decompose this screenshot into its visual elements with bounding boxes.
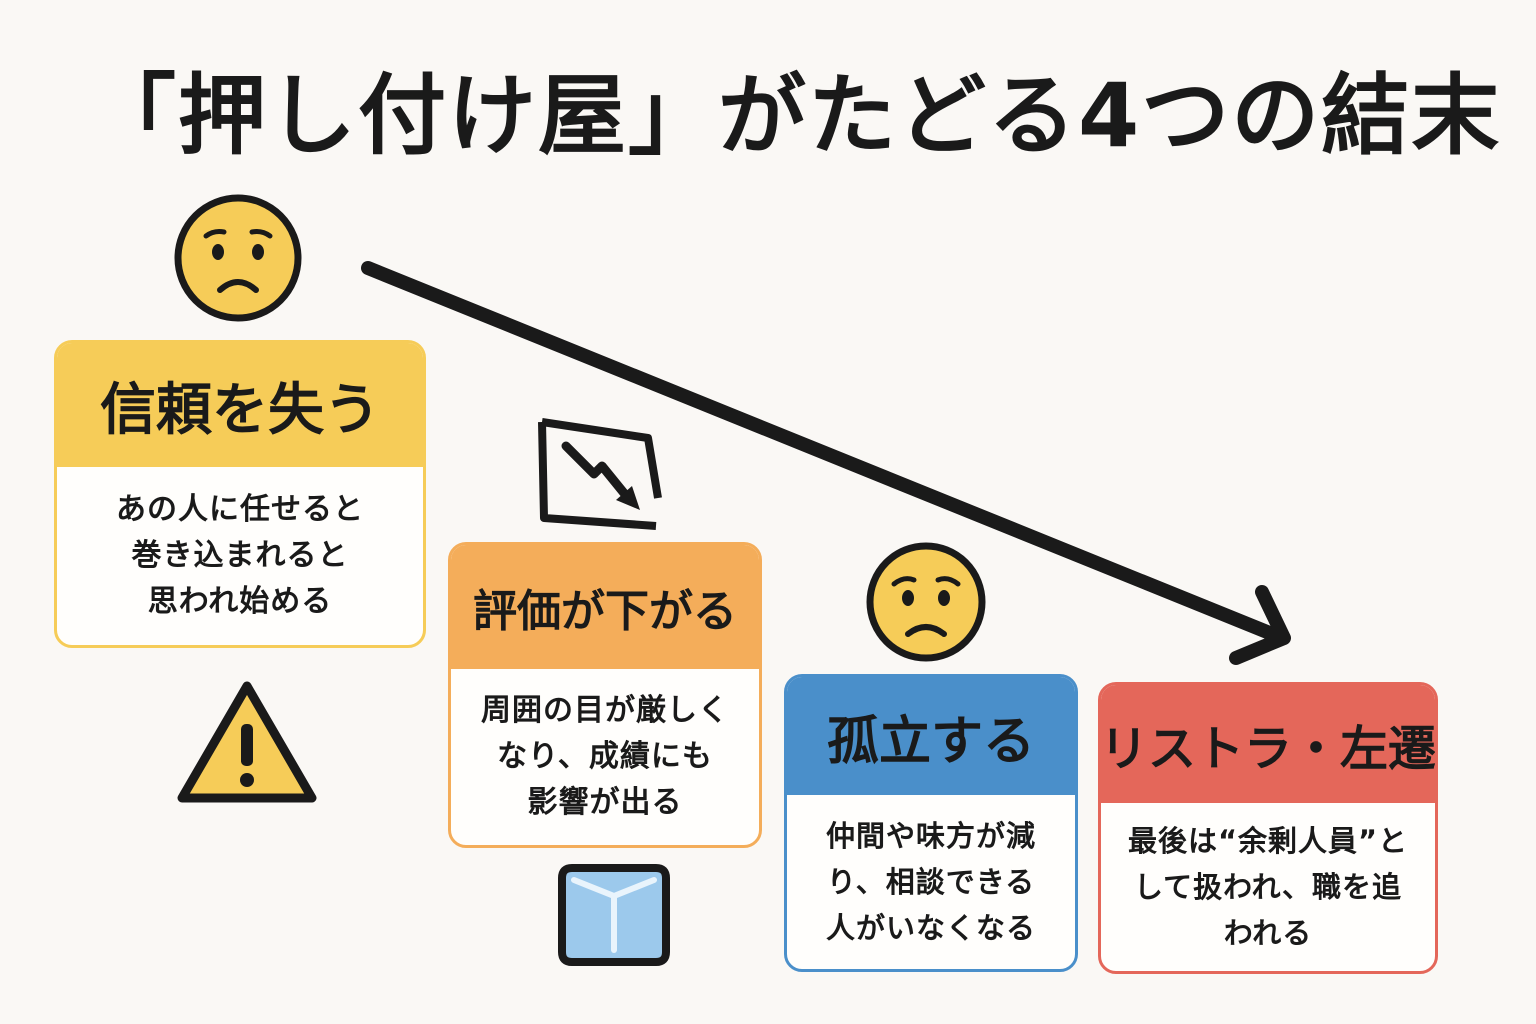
step-card-restructuring: リストラ・左遷 最後は“余剰人員”と して扱われ、職を追 われる — [1098, 682, 1438, 974]
step-heading: リストラ・左遷 — [1101, 685, 1435, 803]
declining-chart-icon — [538, 418, 662, 530]
warning-icon — [177, 681, 317, 803]
step-heading: 評価が下がる — [451, 545, 759, 669]
worried-face-icon — [866, 542, 986, 662]
step-description: 最後は“余剰人員”と して扱われ、職を追 われる — [1127, 824, 1409, 950]
page-title: 「押し付け屋」がたどる4つの結末 — [88, 64, 1502, 167]
step-card-isolation: 孤立する 仲間や味方が減 り、相談できる 人がいなくなる — [784, 674, 1078, 972]
step-card-lower-evaluation: 評価が下がる 周囲の目が厳しく なり、成績にも 影響が出る — [448, 542, 762, 848]
step-heading: 孤立する — [787, 677, 1075, 795]
step-heading: 信頼を失う — [57, 343, 423, 467]
step-description: 周囲の目が厳しく なり、成績にも 影響が出る — [481, 693, 729, 820]
step-card-lose-trust: 信頼を失う あの人に任せると 巻き込まれると 思われ始める — [54, 340, 426, 648]
sad-face-icon — [174, 194, 302, 322]
ice-cube-icon — [558, 864, 670, 966]
step-description: あの人に任せると 巻き込まれると 思われ始める — [116, 492, 364, 619]
step-description: 仲間や味方が減 り、相談できる 人がいなくなる — [825, 819, 1036, 945]
